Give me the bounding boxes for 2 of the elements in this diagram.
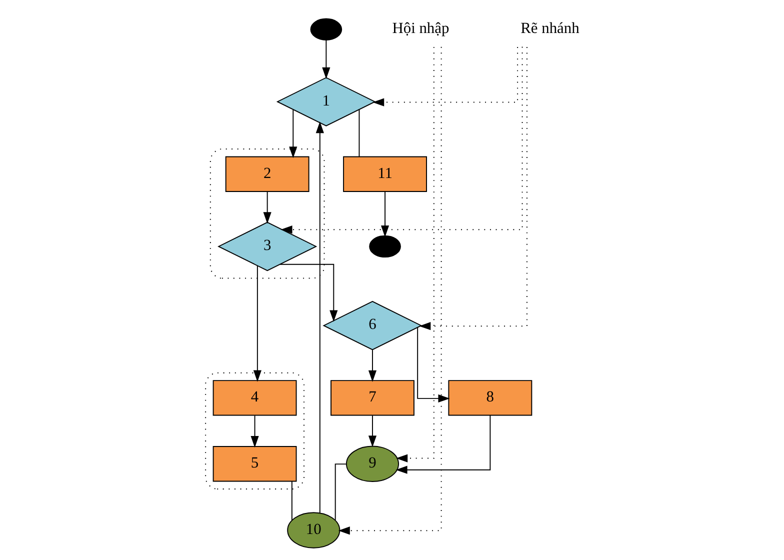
node-text: Hội nhập: [392, 20, 449, 38]
node-text: Rẽ nhánh: [520, 20, 579, 38]
